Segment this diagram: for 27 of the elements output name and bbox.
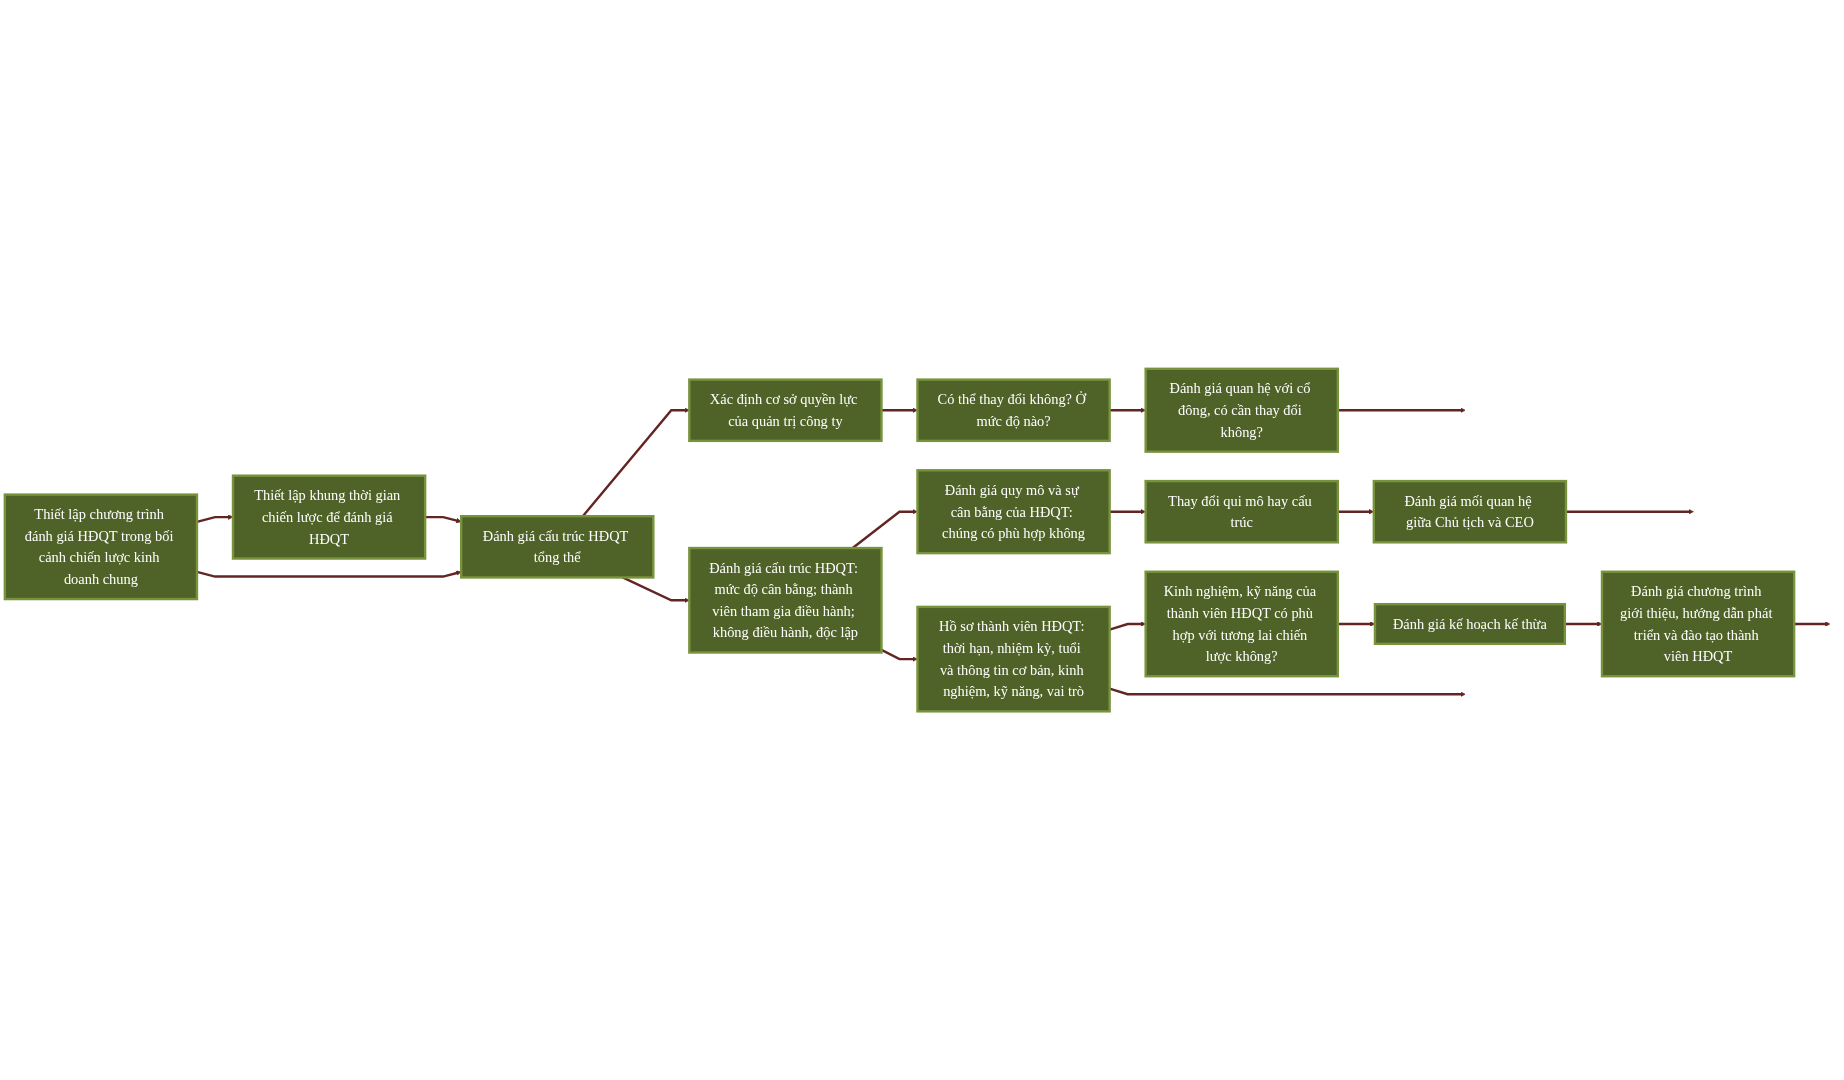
arrow	[581, 407, 690, 517]
process-box: Đánh giá kế hoạch kế thừa	[1373, 602, 1567, 645]
arrow	[196, 514, 234, 523]
process-box: Kinh nghiệm, kỹ năng của thành viên HĐQT có phù hợp với tương lai chiến lược không?	[1144, 570, 1339, 678]
arrow	[1109, 407, 1146, 413]
arrow	[1794, 621, 1831, 627]
process-box: Đánh giá mối quan hệ giữa Chủ tịch và CEO	[1372, 479, 1568, 544]
process-box: Thiết lập khung thời gian chiến lược để đánh giá HĐQT	[231, 474, 427, 560]
process-box: Hồ sơ thành viên HĐQT: thời hạn, nhiệm kỳ, tuổi và thông tin cơ bản, kinh nghiệm, kỹ năng, vai trò	[916, 605, 1111, 713]
arrow	[425, 515, 462, 524]
arrow	[881, 407, 918, 413]
arrow	[1337, 407, 1466, 413]
process-box: Thay đổi qui mô hay cấu trúc	[1144, 479, 1339, 544]
arrow	[1109, 509, 1146, 515]
process-box: Xác định cơ sở quyền lực của quản trị công ty	[688, 378, 883, 442]
process-box: Đánh giá quy mô và sự cân bằng của HĐQT: chúng có phù hợp không	[916, 469, 1111, 555]
process-box: Đánh giá chương trình giới thiệu, hướng dẫn phát triển và đào tạo thành viên HĐQT	[1600, 570, 1796, 678]
process-box: Đánh giá cấu trúc HĐQT: mức độ cân bằng; thành viên tham gia điều hành; không điều hành, độc lập	[688, 546, 883, 654]
arrow	[196, 570, 462, 578]
process-box: Có thể thay đổi không? Ở mức độ nào?	[916, 378, 1111, 442]
arrow	[1565, 509, 1694, 515]
arrow	[1109, 687, 1466, 697]
arrow	[1109, 621, 1146, 631]
process-box: Đánh giá cấu trúc HĐQT tổng thể	[459, 514, 655, 579]
process-box: Đánh giá quan hệ với cổ đông, có cần thay đổi không?	[1144, 367, 1339, 453]
process-box: Thiết lập chương trình đánh giá HĐQT trong bối cảnh chiến lược kinh doanh chung	[3, 493, 199, 601]
arrow	[880, 648, 918, 662]
